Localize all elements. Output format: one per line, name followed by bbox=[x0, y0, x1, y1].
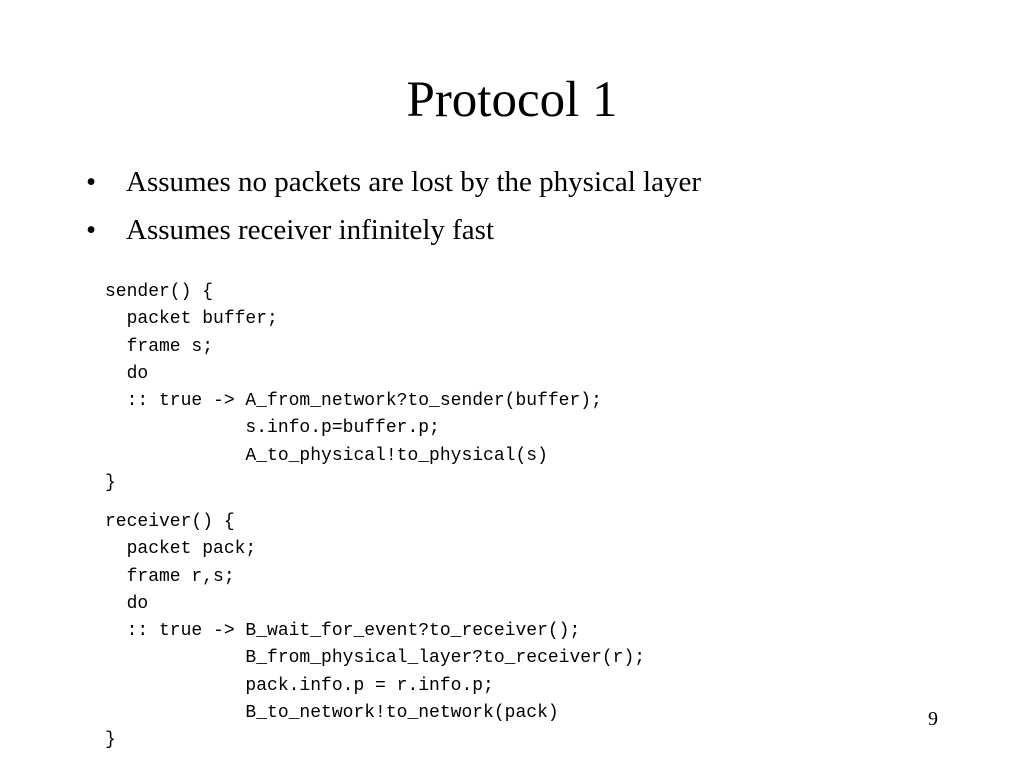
code-line: packet buffer; bbox=[105, 309, 278, 330]
bullet-item: • Assumes no packets are lost by the phy… bbox=[86, 162, 701, 202]
bullet-marker: • bbox=[86, 214, 97, 246]
code-line: frame r,s; bbox=[105, 566, 235, 587]
code-line: } bbox=[105, 730, 116, 751]
code-line: :: true -> A_from_network?to_sender(buff… bbox=[105, 391, 602, 412]
bullet-text: Assumes receiver infinitely fast bbox=[126, 214, 495, 246]
bullet-item: • Assumes receiver infinitely fast bbox=[86, 210, 701, 250]
code-line: :: true -> B_wait_for_event?to_receiver(… bbox=[105, 621, 581, 642]
bullet-list: • Assumes no packets are lost by the phy… bbox=[86, 162, 701, 258]
code-line: sender() { bbox=[105, 282, 214, 302]
code-line: pack.info.p = r.info.p; bbox=[105, 675, 494, 696]
code-line: A_to_physical!to_physical(s) bbox=[105, 445, 548, 466]
code-line: s.info.p=buffer.p; bbox=[105, 418, 440, 439]
code-line: frame s; bbox=[105, 336, 214, 357]
code-line: B_to_network!to_network(pack) bbox=[105, 703, 559, 724]
sender-code-block: sender() { packet buffer; frame s; do ::… bbox=[105, 279, 602, 497]
code-line: do bbox=[105, 593, 149, 614]
bullet-marker: • bbox=[86, 166, 97, 198]
code-line: packet pack; bbox=[105, 539, 257, 560]
code-line: } bbox=[105, 473, 116, 494]
code-line: B_from_physical_layer?to_receiver(r); bbox=[105, 648, 646, 669]
code-line: receiver() { bbox=[105, 512, 235, 532]
slide-title: Protocol 1 bbox=[406, 72, 618, 128]
code-line: do bbox=[105, 363, 149, 384]
page-number: 9 bbox=[928, 708, 938, 730]
receiver-code-block: receiver() { packet pack; frame r,s; do … bbox=[105, 509, 645, 755]
bullet-text: Assumes no packets are lost by the physi… bbox=[126, 166, 702, 198]
